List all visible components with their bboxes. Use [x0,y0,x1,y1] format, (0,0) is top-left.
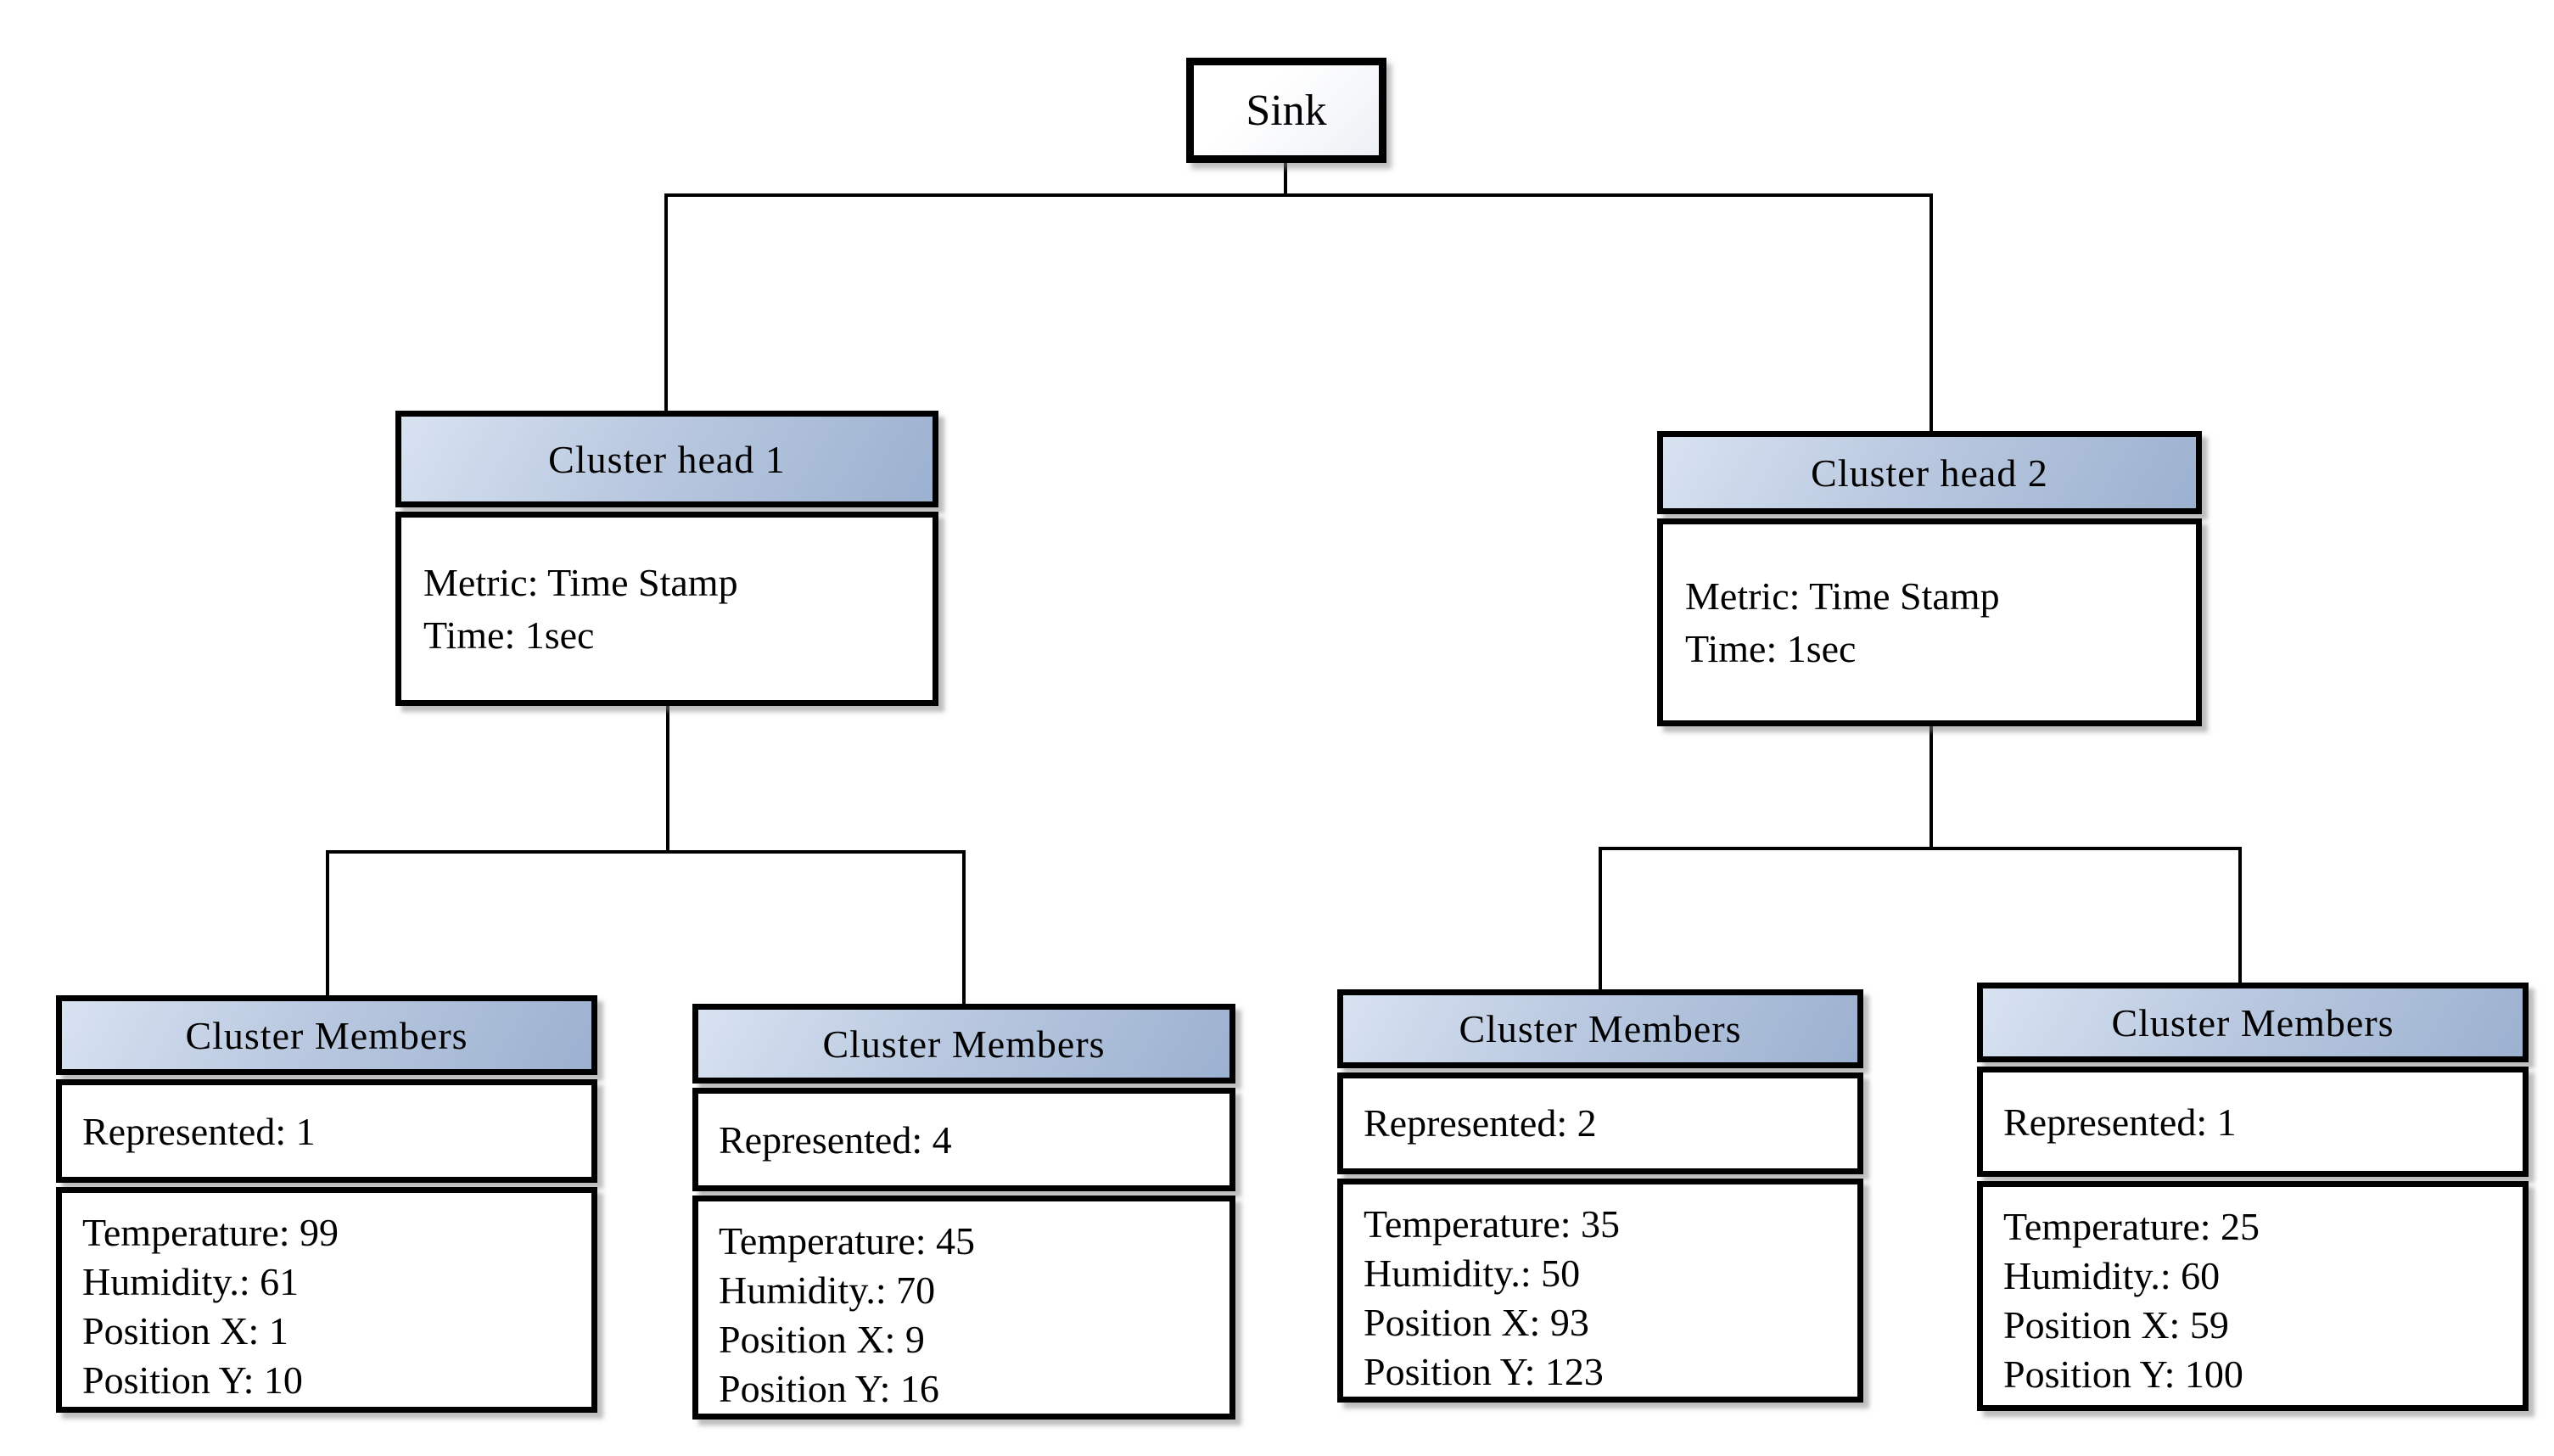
cluster-members-3-attributes: Temperature: 35 Humidity.: 50 Position X… [1337,1179,1863,1403]
connector-to-member-2 [962,850,966,1004]
connector-ch2-horizontal [1599,847,2242,850]
cluster-members-2-represented: Represented: 4 [692,1088,1235,1191]
attribute-line: Temperature: 45 [719,1219,976,1263]
connector-to-member-3 [1599,847,1602,989]
cluster-members-2-attributes: Temperature: 45 Humidity.: 70 Position X… [692,1196,1235,1420]
sink-label: Sink [1246,86,1327,135]
cluster-members-title: Cluster Members [822,1022,1106,1066]
connector-ch2-stub [1930,726,1933,850]
cluster-members-title: Cluster Members [1459,1006,1742,1050]
cluster-members-1-node: Cluster Members Represented: 1 Temperatu… [56,995,597,1413]
attribute-line: Position Y: 123 [1364,1350,1604,1393]
cluster-members-4-attributes: Temperature: 25 Humidity.: 60 Position X… [1977,1181,2529,1411]
cluster-members-title: Cluster Members [2111,1000,2394,1044]
cluster-head-2-node: Cluster head 2 Metric: Time Stamp Time: … [1657,431,2202,726]
attribute-line: Humidity.: 70 [719,1268,936,1312]
attribute-line: Position X: 1 [82,1309,288,1352]
attribute-line: Position Y: 100 [2003,1352,2243,1396]
cluster-members-2-header: Cluster Members [692,1004,1235,1084]
represented-line: Represented: 2 [1364,1101,1597,1145]
attribute-line: Temperature: 25 [2003,1205,2260,1248]
represented-line: Represented: 4 [719,1117,952,1162]
represented-line: Represented: 1 [2003,1100,2237,1144]
connector-ch1-horizontal [326,850,966,854]
cluster-members-1-represented: Represented: 1 [56,1079,597,1183]
time-line: Time: 1sec [423,613,595,657]
connector-ch1-stub [666,706,669,854]
cluster-head-2-body: Metric: Time Stamp Time: 1sec [1657,518,2202,726]
attribute-line: Humidity.: 60 [2003,1254,2221,1297]
attribute-line: Position Y: 10 [82,1358,303,1402]
metric-line: Metric: Time Stamp [1685,574,2000,618]
cluster-head-1-body: Metric: Time Stamp Time: 1sec [395,512,938,706]
connector-top-horizontal [664,193,1933,197]
connector-sink-stub [1284,162,1287,197]
cluster-head-2-header: Cluster head 2 [1657,431,2202,514]
connector-to-member-1 [326,850,329,996]
cluster-members-4-represented: Represented: 1 [1977,1067,2529,1177]
cluster-head-1-title: Cluster head 1 [548,437,786,481]
cluster-head-2-title: Cluster head 2 [1811,451,2048,495]
cluster-head-1-node: Cluster head 1 Metric: Time Stamp Time: … [395,411,938,706]
represented-line: Represented: 1 [82,1109,316,1153]
time-line: Time: 1sec [1685,626,1857,670]
connector-to-member-4 [2238,847,2242,983]
attribute-line: Position Y: 16 [719,1367,939,1410]
cluster-members-2-node: Cluster Members Represented: 4 Temperatu… [692,1004,1235,1420]
connector-to-cluster-head-1 [664,193,668,411]
attribute-line: Temperature: 99 [82,1211,339,1254]
connector-to-cluster-head-2 [1930,193,1933,431]
cluster-head-1-header: Cluster head 1 [395,411,938,507]
cluster-members-3-header: Cluster Members [1337,989,1863,1068]
cluster-members-3-represented: Represented: 2 [1337,1072,1863,1174]
attribute-line: Position X: 93 [1364,1301,1589,1344]
metric-line: Metric: Time Stamp [423,560,738,604]
attribute-line: Humidity.: 50 [1364,1252,1581,1295]
cluster-members-3-node: Cluster Members Represented: 2 Temperatu… [1337,989,1863,1403]
attribute-line: Temperature: 35 [1364,1202,1621,1246]
sink-node: Sink [1186,58,1386,163]
cluster-members-1-header: Cluster Members [56,995,597,1075]
attribute-line: Position X: 59 [2003,1303,2229,1347]
attribute-line: Humidity.: 61 [82,1260,300,1303]
cluster-members-1-attributes: Temperature: 99 Humidity.: 61 Position X… [56,1187,597,1413]
cluster-members-title: Cluster Members [185,1013,468,1057]
cluster-members-4-node: Cluster Members Represented: 1 Temperatu… [1977,983,2529,1411]
cluster-members-4-header: Cluster Members [1977,983,2529,1062]
attribute-line: Position X: 9 [719,1318,925,1361]
